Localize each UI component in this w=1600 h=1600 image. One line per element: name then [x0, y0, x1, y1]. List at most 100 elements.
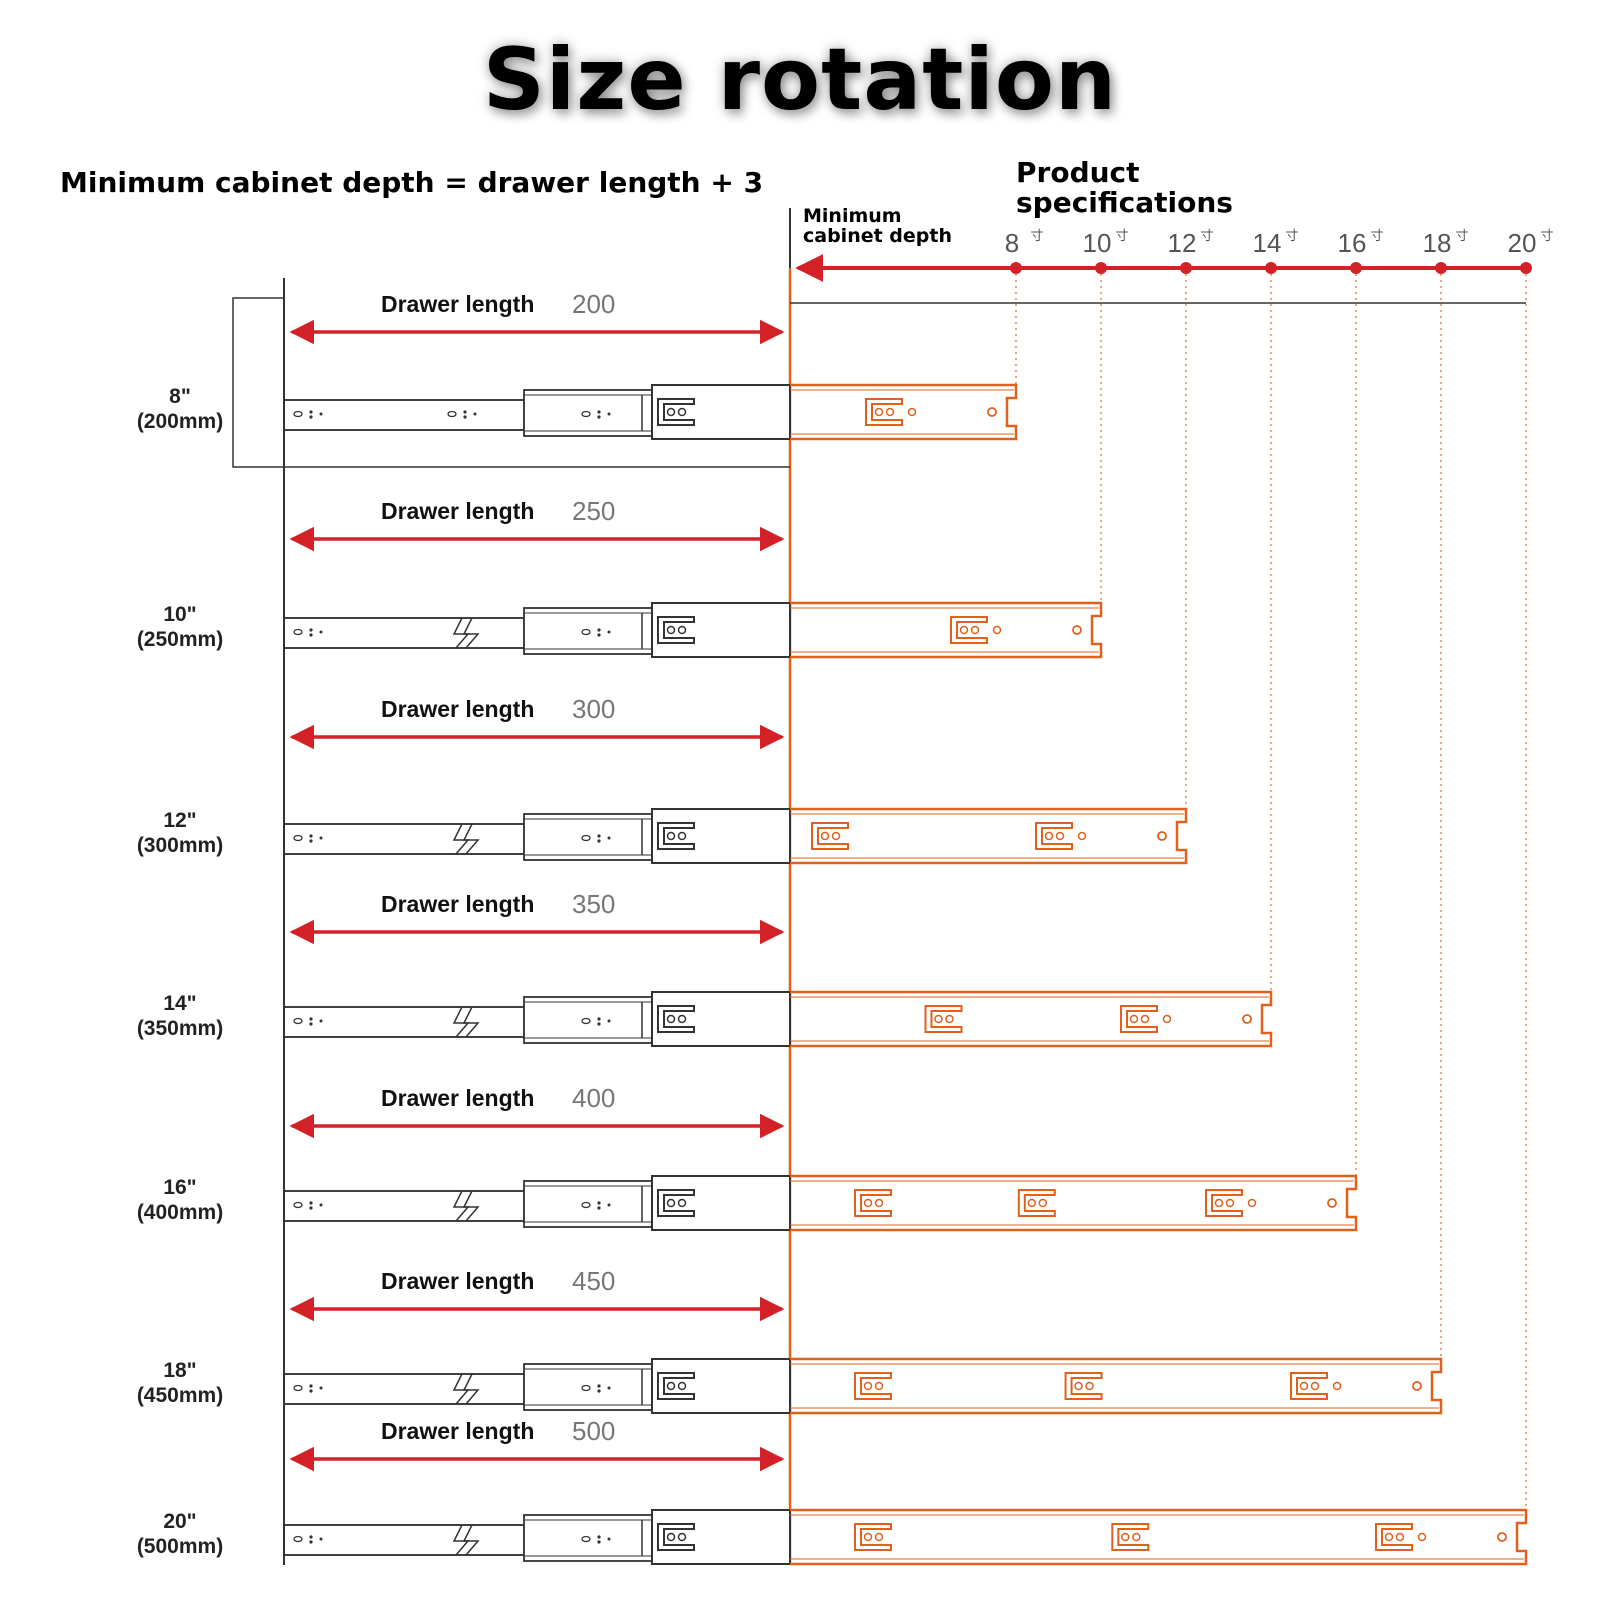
- bracket-hole: [666, 831, 676, 841]
- bracket-outline: [924, 1005, 963, 1033]
- break-mark: [452, 617, 480, 649]
- bracket-outline: [811, 822, 849, 850]
- mounting-bracket: [854, 1372, 892, 1400]
- end-hole: [1412, 1381, 1422, 1391]
- spec-tick-label: 8: [1005, 228, 1019, 258]
- bracket-outline: [865, 398, 903, 426]
- size-mm-label: (450mm): [137, 1384, 223, 1407]
- bracket-outline: [950, 616, 988, 644]
- slide-hole: [319, 1537, 323, 1541]
- mounting-bracket: [657, 616, 695, 644]
- mounting-bracket: [657, 822, 695, 850]
- break-mark: [452, 823, 480, 855]
- spec-tick-dot: [1520, 262, 1532, 274]
- size-mm-label: (350mm): [137, 1017, 223, 1040]
- middle-rail: [523, 607, 653, 655]
- mounting-bracket: [657, 1189, 695, 1217]
- break-zigzag: [452, 1190, 470, 1222]
- size-inch-label: 12": [163, 809, 196, 832]
- bracket-hole: [666, 1014, 676, 1024]
- slide-hole: [309, 410, 313, 414]
- spec-tick-dot: [1180, 262, 1192, 274]
- bracket-outline: [1120, 1005, 1158, 1033]
- size-inch-label: 8": [169, 385, 191, 408]
- bracket-hole: [677, 831, 687, 841]
- bracket-hole: [666, 625, 676, 635]
- slide-hole: [309, 1540, 313, 1544]
- slide-hole: [607, 630, 611, 634]
- break-zigzag: [462, 1373, 480, 1405]
- spec-tick-label: 18: [1423, 228, 1452, 258]
- spec-tick-dot: [1010, 262, 1022, 274]
- slide-hole: [581, 1017, 591, 1025]
- drawer-length-value: 200: [572, 289, 615, 319]
- mounting-bracket: [1017, 1189, 1056, 1217]
- slide-hole: [607, 1386, 611, 1390]
- bracket-hole: [874, 407, 884, 417]
- slide-hole: [581, 628, 591, 636]
- slide-hole: [293, 1535, 303, 1543]
- slide-hole: [319, 836, 323, 840]
- mounting-bracket: [657, 398, 695, 426]
- spec-tick-dot: [1095, 262, 1107, 274]
- bracket-outline: [1111, 1523, 1150, 1551]
- break-zigzag: [452, 1006, 470, 1038]
- spec-heading-line-2: specifications: [1016, 186, 1233, 219]
- end-hole: [1072, 625, 1082, 635]
- end-hole: [1327, 1198, 1337, 1208]
- spec-tick-label: 10: [1083, 228, 1112, 258]
- bracket-hole: [863, 1532, 873, 1542]
- slide-hole: [309, 628, 313, 632]
- bracket-hole: [959, 625, 969, 635]
- outer-rail-body: [790, 1508, 1528, 1566]
- drawer-length-label: Drawer length: [381, 291, 534, 317]
- slide-hole: [607, 1019, 611, 1023]
- bracket-hole: [820, 831, 830, 841]
- spec-tick-label: 12: [1168, 228, 1197, 258]
- mounting-bracket: [950, 616, 1002, 644]
- bracket-hole: [666, 407, 676, 417]
- slide-hole: [309, 1389, 313, 1393]
- bracket-outline: [1205, 1189, 1243, 1217]
- size-mm-label: (200mm): [137, 410, 223, 433]
- bracket-outline: [854, 1523, 892, 1551]
- outer-rail-front: [651, 1509, 791, 1565]
- middle-rail: [523, 813, 653, 861]
- size-mm-label: (300mm): [137, 834, 223, 857]
- spec-tick-unit: 寸: [1030, 228, 1043, 243]
- bracket-hole: [1310, 1381, 1320, 1391]
- slide-hole: [463, 410, 467, 414]
- spec-tick-unit: 寸: [1540, 228, 1553, 243]
- bracket-hole: [1074, 1381, 1083, 1391]
- bracket-hole: [934, 1014, 943, 1024]
- bracket-hole: [677, 1198, 687, 1208]
- bracket-hole: [863, 1381, 873, 1391]
- outer-rail-front: [651, 991, 791, 1047]
- bracket-hole: [1332, 1381, 1342, 1391]
- slide-hole: [581, 1384, 591, 1392]
- spec-tick-unit: 寸: [1115, 228, 1128, 243]
- slide-hole: [607, 1537, 611, 1541]
- slide-hole: [309, 1535, 313, 1539]
- outer-rail-front: [651, 1175, 791, 1231]
- bracket-hole: [1247, 1198, 1257, 1208]
- middle-rail: [523, 1180, 653, 1228]
- outer-rail-front: [651, 1358, 791, 1414]
- bracket-hole: [874, 1198, 884, 1208]
- slide-hole: [463, 415, 467, 419]
- spec-heading: Product specifications: [1016, 158, 1233, 218]
- drawer-length-label: Drawer length: [381, 1085, 534, 1111]
- slide-hole: [597, 410, 601, 414]
- break-zigzag: [452, 823, 470, 855]
- bracket-hole: [970, 625, 980, 635]
- size-inch-label: 18": [163, 1359, 196, 1382]
- bracket-hole: [1044, 831, 1054, 841]
- depth-label-line-1: Minimum: [803, 205, 902, 227]
- bracket-hole: [1299, 1381, 1309, 1391]
- spec-tick-unit: 寸: [1370, 228, 1383, 243]
- spec-tick-label: 16: [1338, 228, 1367, 258]
- mounting-bracket: [657, 1372, 695, 1400]
